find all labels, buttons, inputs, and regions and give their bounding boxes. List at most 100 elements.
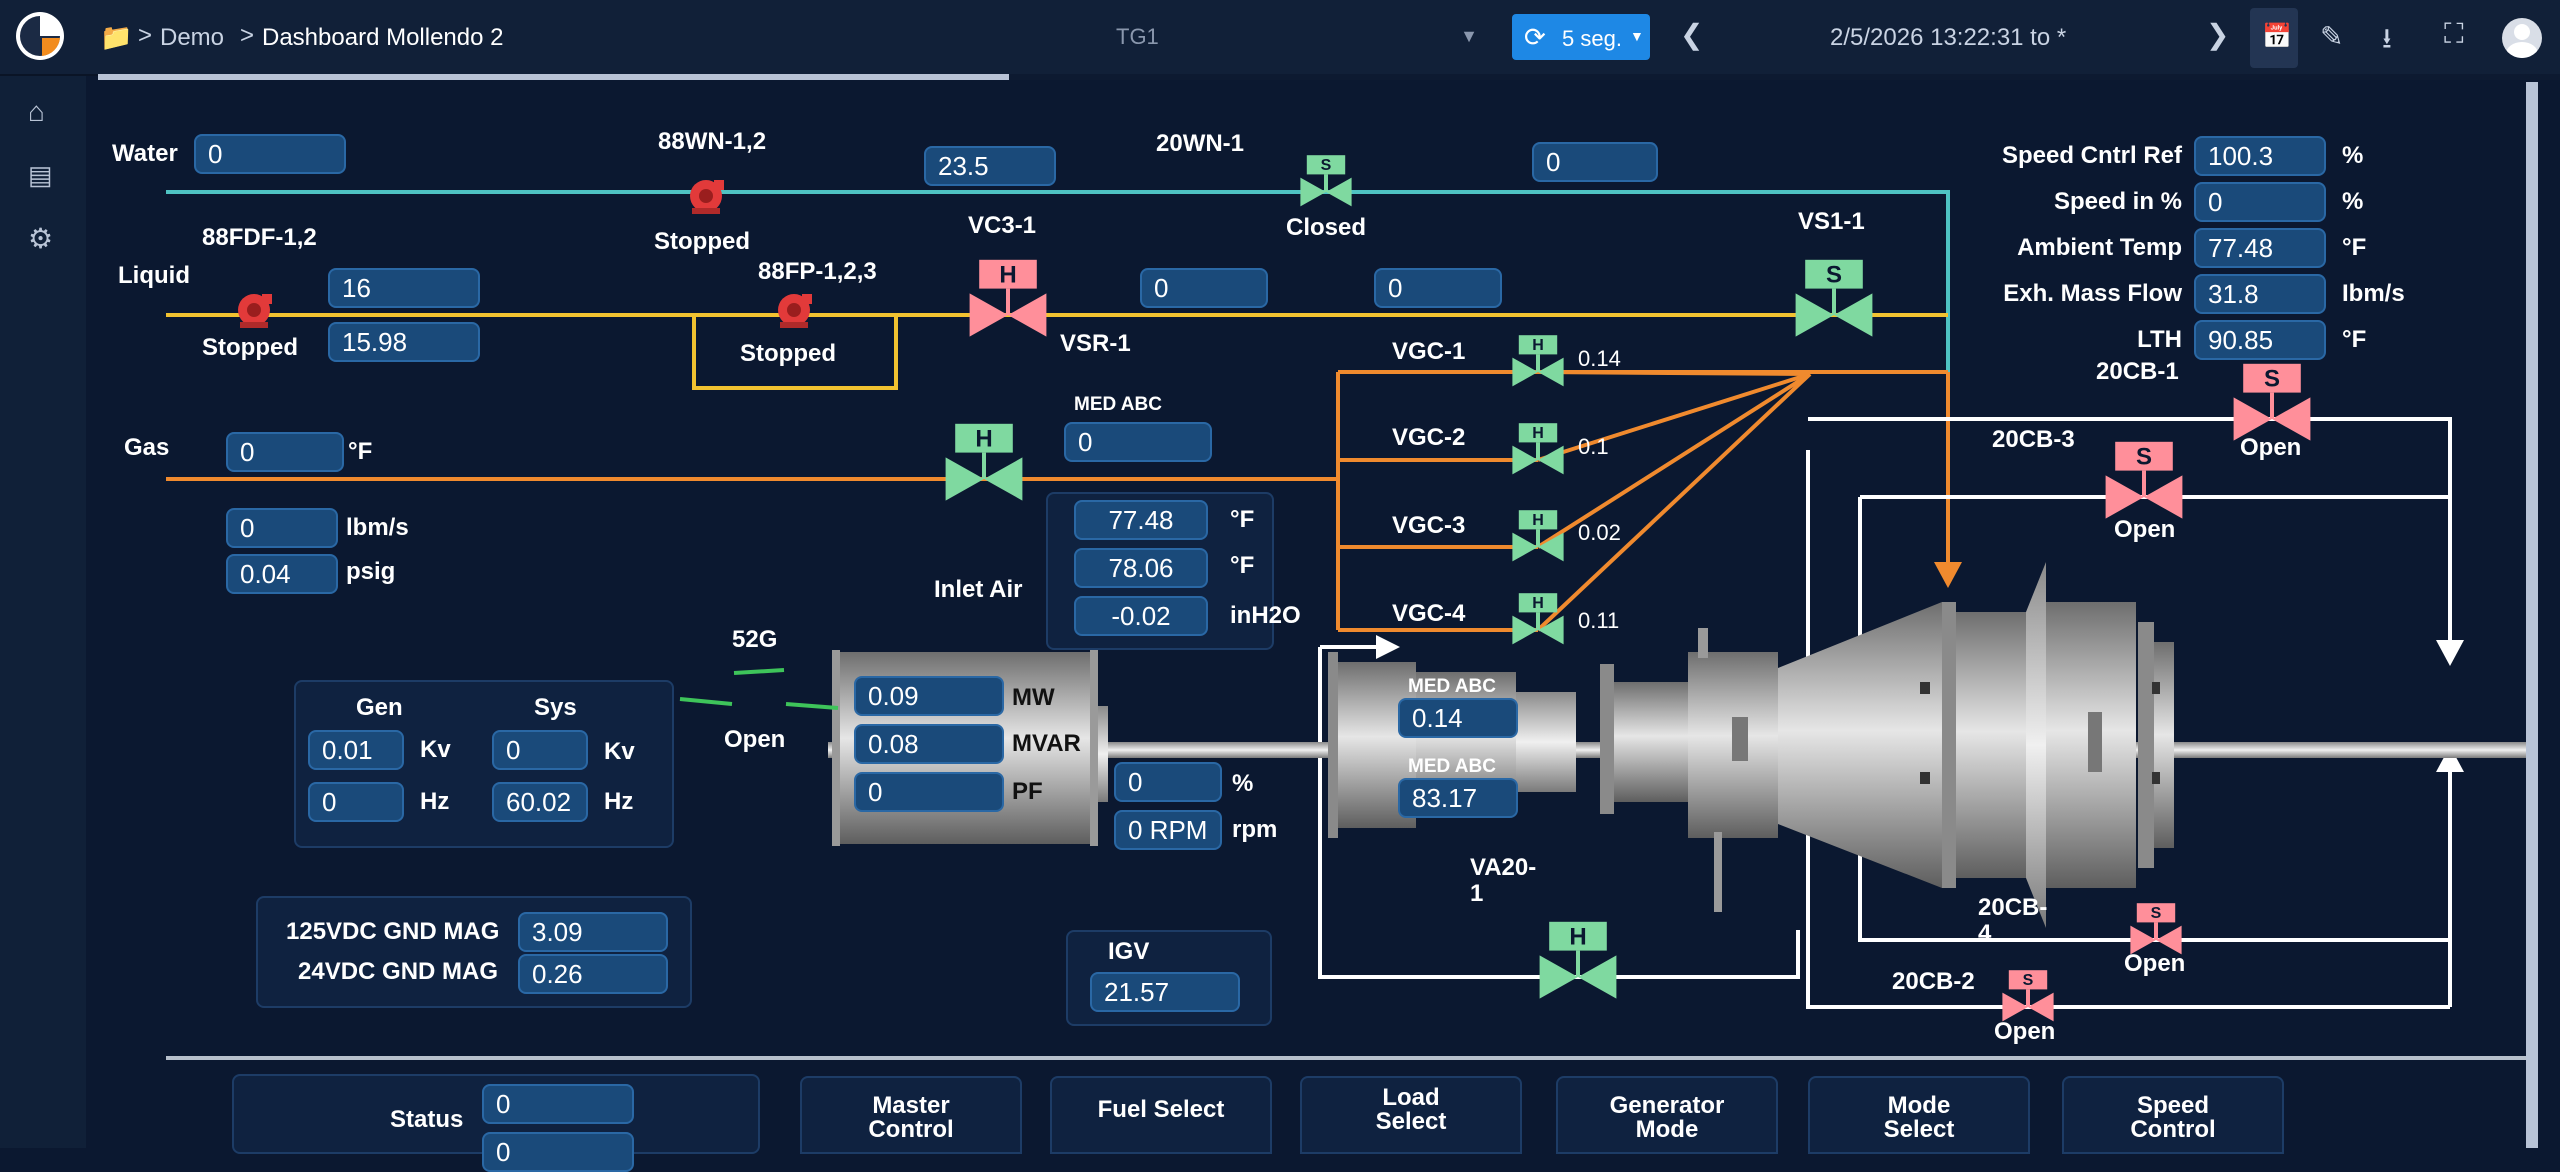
avatar-body — [2506, 42, 2538, 58]
valve-20wn-icon[interactable]: S — [1300, 155, 1352, 207]
valve-vsr-label: VSR-1 — [1060, 330, 1131, 357]
valve-20cb2-mode-letter: S — [2023, 972, 2034, 989]
generator-pf-value: 0 — [854, 772, 1004, 812]
med-abc-2-value: 83.17 — [1398, 778, 1518, 818]
metric-value: 77.48 — [2194, 228, 2326, 268]
metric-unit: °F — [2342, 234, 2367, 261]
generator-mw-unit: MW — [1012, 684, 1055, 711]
refresh-progress-bar — [98, 74, 1009, 80]
fuel-select-button[interactable]: Fuel Select — [1050, 1076, 1272, 1154]
valve-vc3-icon[interactable]: H — [969, 259, 1047, 337]
app-logo[interactable] — [14, 10, 66, 62]
valve-vgc3-icon[interactable]: H — [1512, 510, 1564, 562]
valve-20cb1-icon[interactable]: S — [2233, 363, 2311, 441]
breaker-20cb3-label: 20CB-3 — [1992, 426, 2075, 453]
sys-hz-unit: Hz — [604, 788, 634, 815]
speed-control-label-b: Control — [2130, 1116, 2216, 1143]
breadcrumb-parent[interactable]: Demo — [160, 24, 225, 51]
breaker-20cb4-label-a: 20CB- — [1978, 894, 2048, 921]
valve-vs1-icon[interactable]: S — [1795, 259, 1873, 337]
gear-icon[interactable]: ⚙ — [28, 223, 54, 254]
unit-selector[interactable]: TG1 ▼ — [1100, 14, 1490, 60]
download-icon[interactable]: ⭳ — [2382, 23, 2392, 54]
user-avatar[interactable] — [2502, 18, 2542, 58]
vdc24-label: 24VDC GND MAG — [298, 958, 499, 985]
arrow-down-right — [2436, 640, 2464, 666]
breaker-20cb2-label: 20CB-2 — [1892, 968, 1975, 995]
pump-88fdf-label: 88FDF-1,2 — [202, 224, 317, 251]
valve-gas-main-icon[interactable]: H — [945, 423, 1023, 501]
chevron-left-icon[interactable]: ❮ — [1680, 19, 1704, 50]
refresh-label: 5 seg. — [1562, 26, 1622, 51]
valve-va20-label-b: 1 — [1470, 880, 1484, 907]
vertical-scrollbar[interactable] — [2526, 82, 2538, 1148]
status-value-1: 0 — [482, 1084, 634, 1124]
valve-vgc4-icon[interactable]: H — [1512, 593, 1564, 645]
water-line — [166, 190, 1950, 372]
breaker-20cb4-label-b: 4 — [1978, 920, 1992, 947]
fuel-select-label: Fuel Select — [1097, 1096, 1225, 1123]
breaker-52g-state: Open — [724, 726, 786, 753]
igv-value: 21.57 — [1090, 972, 1240, 1012]
calendar-button[interactable]: 📅 — [2250, 8, 2298, 68]
sys-header: Sys — [534, 694, 577, 721]
metric-label: Speed in % — [2053, 188, 2182, 215]
breaker-52g — [679, 668, 839, 710]
sidebar: ⌂ ▤ ⚙ — [0, 76, 86, 1148]
valve-vgc2-label: VGC-2 — [1392, 424, 1466, 451]
metric-value: 100.3 — [2194, 136, 2326, 176]
mode-select-label-a: Mode — [1887, 1092, 1951, 1119]
valve-vgc4-label: VGC-4 — [1392, 600, 1466, 627]
refresh-button[interactable]: ⟳ 5 seg. ▼ — [1512, 14, 1650, 60]
valve-vgc1-icon[interactable]: H — [1512, 335, 1564, 387]
inlet-air-temp-2: 78.06 — [1074, 548, 1208, 588]
edit-icon[interactable]: ✎ — [2320, 21, 2344, 52]
valve-vgc4-value: 0.11 — [1578, 608, 1620, 633]
valve-vs1-mode-letter: S — [1826, 261, 1842, 288]
metric-value: 31.8 — [2194, 274, 2326, 314]
fullscreen-icon[interactable]: ⛶ — [2444, 18, 2464, 49]
metric-value: 90.85 — [2194, 320, 2326, 360]
pump-88wn-label: 88WN-1,2 — [658, 128, 767, 155]
factory-icon[interactable]: ▤ — [28, 160, 53, 190]
valve-20wn-mode-letter: S — [1321, 157, 1332, 174]
speed-control-label-a: Speed — [2136, 1092, 2210, 1119]
valve-20cb4-icon[interactable]: S — [2130, 903, 2182, 955]
metric-unit: Ibm/s — [2342, 280, 2405, 307]
valve-20cb3-icon[interactable]: S — [2105, 441, 2183, 519]
home-icon[interactable]: ⌂ — [28, 96, 45, 127]
folder-icon[interactable]: 📁 — [100, 22, 133, 52]
metric-unit: % — [2342, 142, 2364, 169]
load-select-label-a: Load — [1382, 1084, 1440, 1111]
valve-vc3-mode-letter: H — [999, 261, 1016, 288]
liquid-value-2: 15.98 — [328, 322, 480, 362]
speed-rpm-unit: rpm — [1232, 816, 1278, 843]
time-range-label[interactable]: 2/5/2026 13:22:31 to * — [1830, 24, 2067, 51]
inlet-air-unit-3: inH2O — [1230, 602, 1301, 629]
gas-flow-unit: lbm/s — [346, 514, 409, 541]
med-abc-top-label: MED ABC — [1074, 394, 1162, 415]
inlet-air-unit-1: °F — [1230, 506, 1255, 533]
speed-percent-unit: % — [1232, 770, 1254, 797]
arrow-up-right — [2436, 746, 2464, 772]
chevron-right-icon[interactable]: ❯ — [2206, 19, 2230, 50]
avatar-head — [2514, 24, 2530, 40]
valve-vgc2-icon[interactable]: H — [1512, 423, 1564, 475]
breadcrumb-separator: > — [240, 22, 255, 49]
valve-vgc3-value: 0.02 — [1578, 520, 1621, 545]
med-abc-1-label: MED ABC — [1408, 676, 1496, 697]
water-flow-value: 23.5 — [924, 146, 1056, 186]
gas-flow-value: 0 — [226, 508, 338, 548]
valve-va20-label-a: VA20- — [1470, 854, 1537, 881]
pump-88wn-state: Stopped — [654, 228, 750, 255]
valve-va20-icon[interactable]: H — [1539, 921, 1617, 999]
liquid-mid-value-2: 0 — [1374, 268, 1502, 308]
valve-20cb2-icon[interactable]: S — [2002, 970, 2054, 1022]
valve-20cb1-mode-letter: S — [2264, 365, 2280, 392]
gas-label: Gas — [124, 434, 170, 461]
